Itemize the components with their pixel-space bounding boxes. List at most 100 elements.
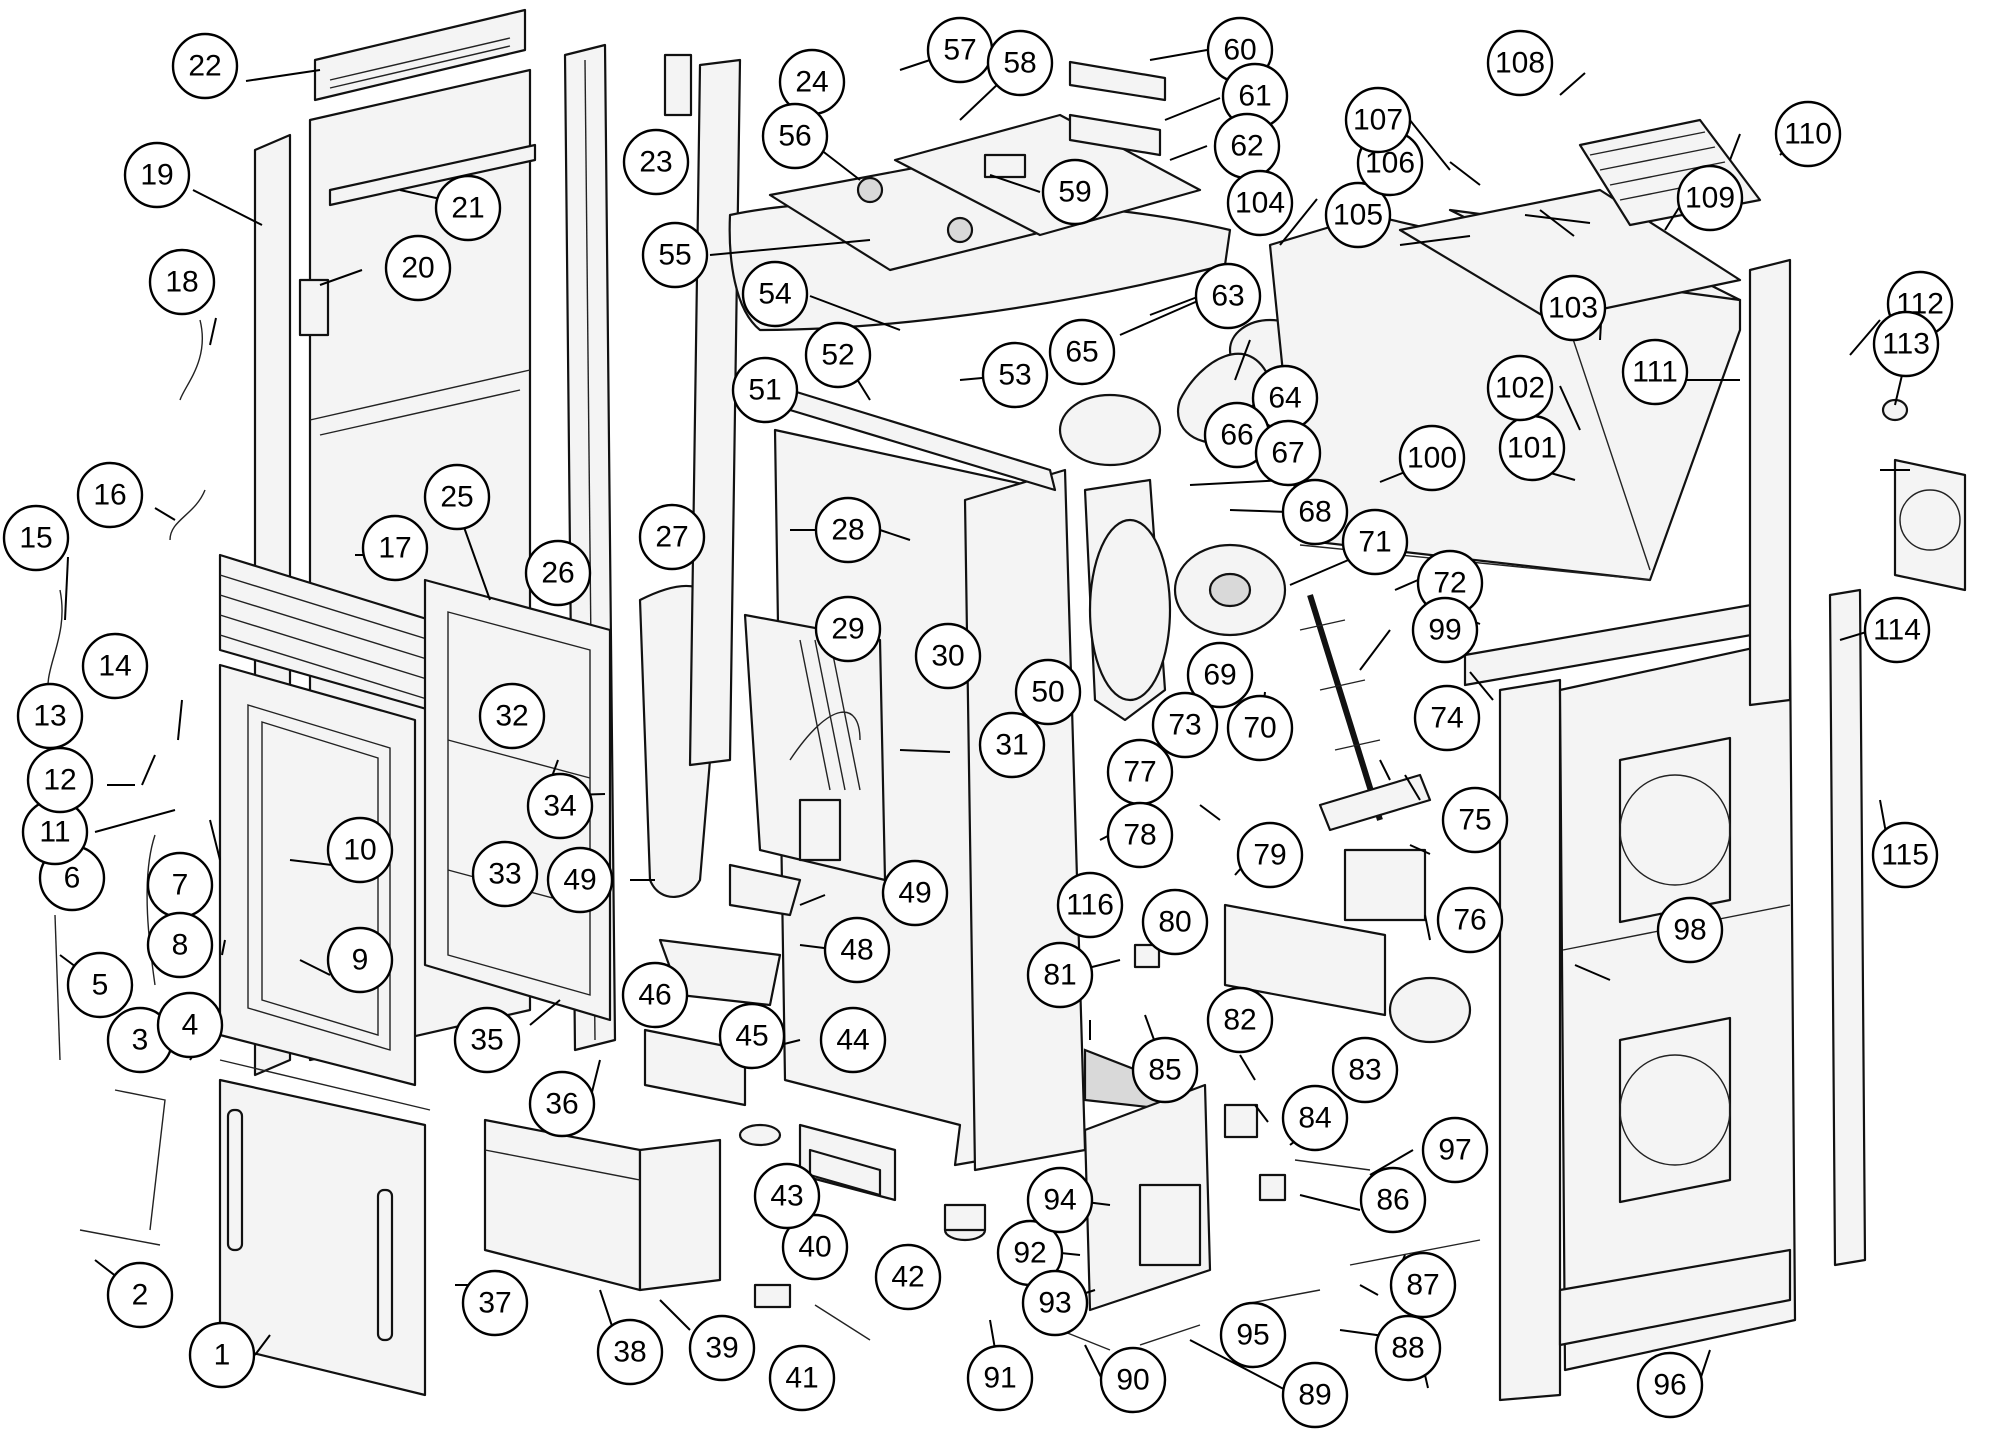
callout-10: 10 — [326, 816, 394, 884]
callout-22: 22 — [171, 32, 239, 100]
callout-41: 41 — [768, 1344, 836, 1412]
svg-text:87: 87 — [1406, 1269, 1439, 1302]
svg-text:56: 56 — [778, 120, 811, 153]
svg-text:29: 29 — [831, 613, 864, 646]
svg-text:63: 63 — [1211, 280, 1244, 313]
callout-107: 107 — [1344, 86, 1412, 154]
svg-text:113: 113 — [1882, 328, 1930, 361]
callout-17: 17 — [361, 514, 429, 582]
svg-text:6: 6 — [64, 862, 81, 895]
svg-text:32: 32 — [495, 700, 528, 733]
svg-text:7: 7 — [172, 869, 189, 902]
callout-25: 25 — [423, 463, 491, 531]
svg-text:51: 51 — [748, 374, 781, 407]
callout-79: 79 — [1236, 821, 1304, 889]
callout-83: 83 — [1331, 1036, 1399, 1104]
callout-89: 89 — [1281, 1361, 1349, 1429]
callout-86: 86 — [1359, 1166, 1427, 1234]
callout-39: 39 — [688, 1314, 756, 1382]
callout-115: 115 — [1871, 821, 1939, 889]
svg-text:66: 66 — [1220, 419, 1253, 452]
svg-text:46: 46 — [638, 979, 671, 1012]
callout-49-left: 49 — [546, 846, 614, 914]
top-cover-part — [728, 113, 1232, 332]
svg-text:23: 23 — [639, 146, 672, 179]
top-grille-part — [313, 8, 527, 102]
callout-7: 7 — [146, 851, 214, 919]
svg-text:111: 111 — [1632, 356, 1678, 389]
svg-text:109: 109 — [1685, 182, 1735, 215]
svg-text:61: 61 — [1238, 80, 1271, 113]
callout-94: 94 — [1026, 1166, 1094, 1234]
callout-30: 30 — [914, 622, 982, 690]
svg-text:65: 65 — [1065, 336, 1098, 369]
callout-13: 13 — [16, 682, 84, 750]
svg-text:100: 100 — [1407, 442, 1457, 475]
svg-text:26: 26 — [541, 557, 574, 590]
callout-29: 29 — [814, 595, 882, 663]
svg-text:17: 17 — [378, 532, 411, 565]
svg-text:102: 102 — [1495, 372, 1545, 405]
callout-14: 14 — [81, 632, 149, 700]
callout-98: 98 — [1656, 896, 1724, 964]
callout-4: 4 — [156, 991, 224, 1059]
svg-text:114: 114 — [1873, 614, 1921, 647]
callout-62: 62 — [1213, 112, 1281, 180]
callout-5: 5 — [66, 951, 134, 1019]
callout-76: 76 — [1436, 886, 1504, 954]
svg-text:78: 78 — [1123, 819, 1156, 852]
svg-text:35: 35 — [470, 1024, 503, 1057]
callout-91: 91 — [966, 1344, 1034, 1412]
svg-text:34: 34 — [543, 790, 576, 823]
callout-70: 70 — [1226, 694, 1294, 762]
callout-2: 2 — [106, 1261, 174, 1329]
callout-85: 85 — [1131, 1036, 1199, 1104]
callout-11: 11 — [21, 798, 89, 866]
callout-99: 99 — [1411, 596, 1479, 664]
svg-text:83: 83 — [1348, 1054, 1381, 1087]
callout-81: 81 — [1026, 941, 1094, 1009]
callout-114: 114 — [1863, 596, 1931, 664]
svg-text:97: 97 — [1438, 1134, 1471, 1167]
callout-27: 27 — [638, 503, 706, 571]
callout-46: 46 — [621, 961, 689, 1029]
svg-text:68: 68 — [1298, 496, 1331, 529]
svg-text:91: 91 — [983, 1362, 1016, 1395]
callout-23: 23 — [622, 128, 690, 196]
callout-50: 50 — [1014, 658, 1082, 726]
svg-text:70: 70 — [1243, 712, 1276, 745]
svg-text:86: 86 — [1376, 1184, 1409, 1217]
svg-text:3: 3 — [132, 1024, 149, 1057]
callout-71: 71 — [1341, 508, 1409, 576]
svg-text:54: 54 — [758, 278, 791, 311]
callout-116: 116 — [1056, 871, 1124, 939]
svg-text:19: 19 — [140, 159, 173, 192]
callout-82: 82 — [1206, 986, 1274, 1054]
svg-text:43: 43 — [770, 1180, 803, 1213]
svg-text:69: 69 — [1203, 659, 1236, 692]
svg-text:90: 90 — [1116, 1364, 1149, 1397]
callout-87: 87 — [1389, 1251, 1457, 1319]
callout-52: 52 — [804, 321, 872, 389]
callout-100: 100 — [1398, 424, 1466, 492]
control-board-part — [1083, 1083, 1212, 1312]
svg-text:8: 8 — [172, 929, 189, 962]
callout-49-right: 49 — [881, 859, 949, 927]
callout-97: 97 — [1421, 1116, 1489, 1184]
svg-text:110: 110 — [1784, 118, 1832, 151]
callout-84: 84 — [1281, 1084, 1349, 1152]
callout-32: 32 — [478, 682, 546, 750]
svg-text:88: 88 — [1391, 1332, 1424, 1365]
callout-1: 1 — [188, 1321, 256, 1389]
svg-text:71: 71 — [1358, 526, 1391, 559]
callout-65: 65 — [1048, 318, 1116, 386]
callout-35: 35 — [453, 1006, 521, 1074]
svg-text:53: 53 — [998, 359, 1031, 392]
svg-text:50: 50 — [1031, 676, 1064, 709]
right-side-panel-part — [1498, 638, 1797, 1402]
callout-96: 96 — [1636, 1351, 1704, 1419]
svg-text:36: 36 — [545, 1088, 578, 1121]
callout-12: 12 — [26, 746, 94, 814]
callout-3: 3 — [106, 1006, 174, 1074]
svg-text:103: 103 — [1548, 292, 1598, 325]
